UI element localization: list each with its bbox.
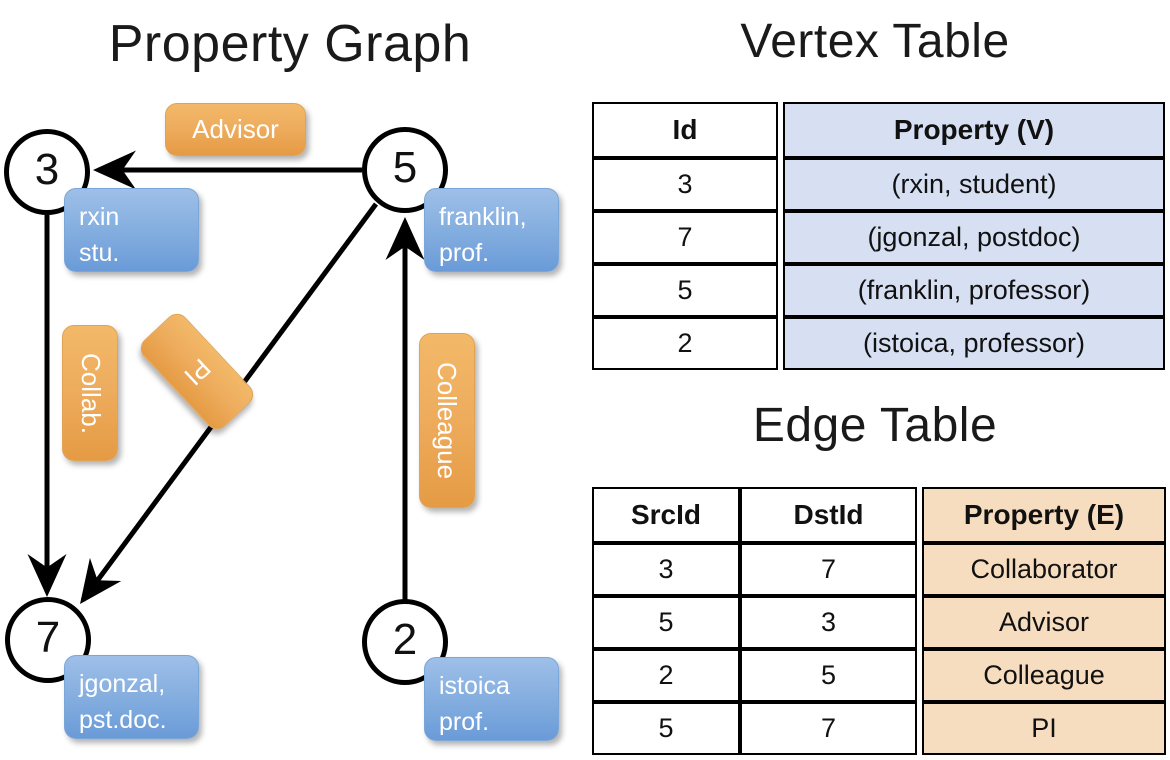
- edge-row-3-property: PI: [922, 702, 1166, 755]
- vertex-row-1-id: 7: [592, 211, 778, 264]
- vertex-row-3-property: (istoica, professor): [783, 317, 1165, 370]
- table-row: 2 (istoica, professor): [592, 317, 1165, 370]
- vertex-row-2-property: (franklin, professor): [783, 264, 1165, 317]
- edge-label-collab-text: Collab.: [75, 352, 106, 434]
- edge-label-advisor-text: Advisor: [192, 114, 279, 144]
- vertex-row-0-property: (rxin, student): [783, 158, 1165, 211]
- graph-node-3-label: 3: [34, 145, 60, 194]
- vertex-row-3-id: 2: [592, 317, 778, 370]
- vertex-property-box-7: jgonzal, pst.doc.: [64, 655, 199, 739]
- vertex-property-box-2-line1: istoica: [439, 672, 510, 700]
- vertex-property-box-3-line1: rxin: [79, 203, 120, 231]
- vertex-table-header-id: Id: [592, 102, 778, 158]
- vertex-property-box-5: franklin, prof.: [424, 188, 559, 272]
- page-title-property-graph: Property Graph: [108, 15, 472, 73]
- vertex-property-box-5-line1: franklin,: [439, 203, 527, 231]
- vertex-property-box-3: rxin stu.: [64, 188, 199, 272]
- edge-label-pi-text: PI: [178, 352, 217, 392]
- column-gap: [917, 487, 922, 543]
- vertex-property-box-7-line1: jgonzal,: [79, 670, 166, 698]
- column-gap: [778, 158, 783, 211]
- edge-row-2-property: Colleague: [922, 649, 1166, 702]
- graph-node-5-label: 5: [392, 143, 418, 192]
- vertex-property-box-3-line2: stu.: [79, 239, 120, 268]
- graph-node-5: 5: [362, 127, 448, 213]
- vertex-property-box-7-line2: pst.doc.: [79, 706, 167, 735]
- vertex-row-1-property: (jgonzal, postdoc): [783, 211, 1165, 264]
- edge-label-colleague: Colleague: [419, 333, 475, 508]
- table-row: 5 3 Advisor: [592, 596, 1166, 649]
- table-row: 3 (rxin, student): [592, 158, 1165, 211]
- vertex-row-2-id: 5: [592, 264, 778, 317]
- table-row: 7 (jgonzal, postdoc): [592, 211, 1165, 264]
- edge-table-header-srcid: SrcId: [592, 487, 740, 543]
- vertex-table-header-property: Property (V): [783, 102, 1165, 158]
- column-gap: [778, 102, 783, 158]
- vertex-property-box-2: istoica prof.: [424, 657, 559, 741]
- column-gap: [778, 264, 783, 317]
- edge-label-advisor: Advisor: [165, 103, 306, 156]
- graph-node-2-label: 2: [392, 615, 418, 664]
- graph-node-2: 2: [362, 599, 448, 685]
- table-row: 2 5 Colleague: [592, 649, 1166, 702]
- edge-table-header-dstid: DstId: [740, 487, 917, 543]
- property-graph-diagram: Advisor Collab. PI Colleague 3 5 7 2 rxi…: [0, 0, 580, 760]
- page-title-vertex-table: Vertex Table: [740, 15, 1010, 68]
- table-header-row: Id Property (V): [592, 102, 1165, 158]
- edge-row-0-dst: 7: [740, 543, 917, 596]
- edge-row-2-src: 2: [592, 649, 740, 702]
- edge-label-collab: Collab.: [62, 325, 118, 461]
- page-title-edge-table: Edge Table: [752, 399, 998, 452]
- table-header-row: SrcId DstId Property (E): [592, 487, 1166, 543]
- column-gap: [917, 596, 922, 649]
- edge-row-1-dst: 3: [740, 596, 917, 649]
- vertex-table: Id Property (V) 3 (rxin, student) 7 (jgo…: [592, 102, 1165, 370]
- edge-row-3-dst: 7: [740, 702, 917, 755]
- edge-row-3-src: 5: [592, 702, 740, 755]
- edge-row-2-dst: 5: [740, 649, 917, 702]
- edge-row-0-src: 3: [592, 543, 740, 596]
- column-gap: [778, 317, 783, 370]
- edge-table-header-property: Property (E): [922, 487, 1166, 543]
- edge-label-colleague-text: Colleague: [432, 361, 463, 480]
- table-row: 3 7 Collaborator: [592, 543, 1166, 596]
- vertex-property-box-5-line2: prof.: [439, 239, 490, 268]
- edge-row-1-property: Advisor: [922, 596, 1166, 649]
- column-gap: [917, 649, 922, 702]
- vertex-row-0-id: 3: [592, 158, 778, 211]
- column-gap: [778, 211, 783, 264]
- edge-row-1-src: 5: [592, 596, 740, 649]
- column-gap: [917, 702, 922, 755]
- edge-table: SrcId DstId Property (E) 3 7 Collaborato…: [592, 487, 1166, 755]
- table-row: 5 (franklin, professor): [592, 264, 1165, 317]
- table-row: 5 7 PI: [592, 702, 1166, 755]
- column-gap: [917, 543, 922, 596]
- graph-node-7-label: 7: [35, 613, 61, 662]
- vertex-property-box-2-line2: prof.: [439, 708, 490, 737]
- edge-row-0-property: Collaborator: [922, 543, 1166, 596]
